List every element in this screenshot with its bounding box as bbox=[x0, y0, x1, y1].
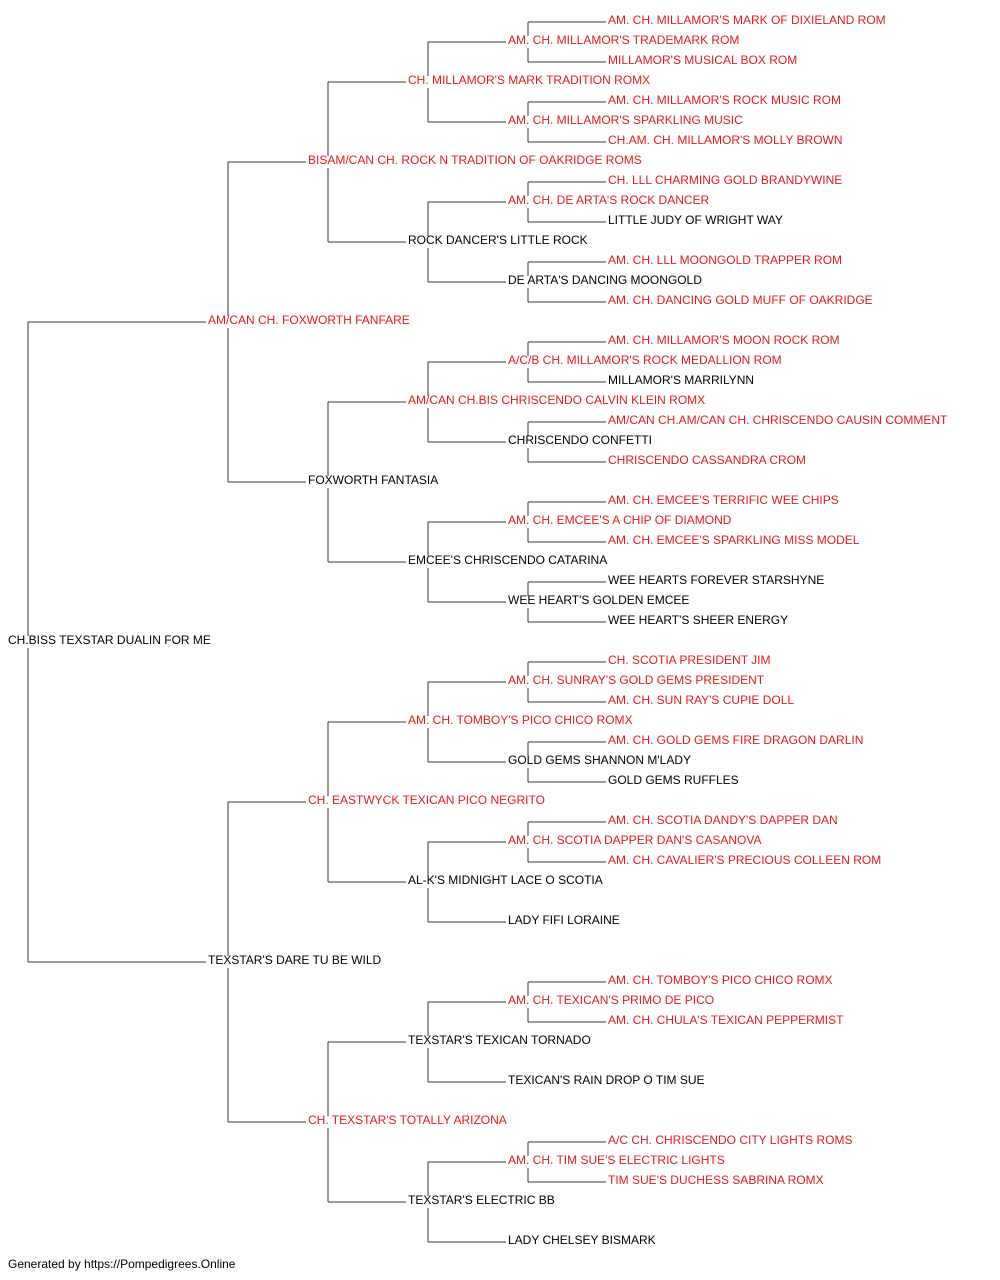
ancestor-sire-name: AM. CH. SCOTIA DANDY'S DAPPER DAN bbox=[608, 813, 838, 827]
ancestor-dam-name: GOLD GEMS SHANNON M'LADY bbox=[508, 753, 691, 767]
ancestor-sire-name: AM. CH. LLL MOONGOLD TRAPPER ROM bbox=[608, 253, 842, 267]
ancestor-sire-name: TEXSTAR'S TEXICAN TORNADO bbox=[408, 1033, 591, 1047]
ancestor-dam-name: LADY FIFI LORAINE bbox=[508, 913, 620, 927]
ancestor-sire-name: AM. CH. TEXICAN'S PRIMO DE PICO bbox=[508, 993, 714, 1007]
ancestor-dam-name: TEXSTAR'S DARE TU BE WILD bbox=[208, 953, 382, 967]
ancestor-dam-name: WEE HEART'S GOLDEN EMCEE bbox=[508, 593, 689, 607]
ancestor-sire-name: AM/CAN CH. FOXWORTH FANFARE bbox=[208, 313, 410, 327]
ancestor-dam-name: TIM SUE'S DUCHESS SABRINA ROMX bbox=[608, 1173, 824, 1187]
ancestor-dam-name: ROCK DANCER'S LITTLE ROCK bbox=[408, 233, 588, 247]
ancestor-sire-name: AM. CH. TIM SUE'S ELECTRIC LIGHTS bbox=[508, 1153, 725, 1167]
ancestor-sire-name: AM. CH. GOLD GEMS FIRE DRAGON DARLIN bbox=[608, 733, 863, 747]
footer-credit: Generated by https://Pompedigrees.Online bbox=[8, 1257, 236, 1271]
ancestor-sire-name: CH. MILLAMOR'S MARK TRADITION ROMX bbox=[408, 73, 650, 87]
ancestor-dam-name: TEXICAN'S RAIN DROP O TIM SUE bbox=[508, 1073, 705, 1087]
ancestor-dam-name: LITTLE JUDY OF WRIGHT WAY bbox=[608, 213, 783, 227]
ancestor-sire-name: CH. LLL CHARMING GOLD BRANDYWINE bbox=[608, 173, 842, 187]
subject-name: CH.BISS TEXSTAR DUALIN FOR ME bbox=[8, 633, 211, 647]
ancestor-dam-name: AM. CH. EMCEE'S SPARKLING MISS MODEL bbox=[608, 533, 860, 547]
ancestor-sire-name: AM. CH. SUNRAY'S GOLD GEMS PRESIDENT bbox=[508, 673, 765, 687]
ancestor-sire-name: AM. CH. TOMBOY'S PICO CHICO ROMX bbox=[608, 973, 833, 987]
ancestor-sire-name: AM. CH. MILLAMOR'S TRADEMARK ROM bbox=[508, 33, 739, 47]
ancestor-sire-name: CH. EASTWYCK TEXICAN PICO NEGRITO bbox=[308, 793, 545, 807]
ancestor-dam-name: GOLD GEMS RUFFLES bbox=[608, 773, 739, 787]
ancestor-sire-name: BISAM/CAN CH. ROCK N TRADITION OF OAKRID… bbox=[308, 153, 642, 167]
ancestor-sire-name: AM. CH. MILLAMOR'S MARK OF DIXIELAND ROM bbox=[608, 13, 886, 27]
ancestor-dam-name: TEXSTAR'S ELECTRIC BB bbox=[408, 1193, 555, 1207]
ancestor-dam-name: EMCEE'S CHRISCENDO CATARINA bbox=[408, 553, 607, 567]
ancestor-dam-name: CH. TEXSTAR'S TOTALLY ARIZONA bbox=[308, 1113, 507, 1127]
ancestor-dam-name: AM. CH. MILLAMOR'S SPARKLING MUSIC bbox=[508, 113, 743, 127]
ancestor-dam-name: FOXWORTH FANTASIA bbox=[308, 473, 438, 487]
ancestor-dam-name: AL-K'S MIDNIGHT LACE O SCOTIA bbox=[408, 873, 603, 887]
ancestor-dam-name: DE ARTA'S DANCING MOONGOLD bbox=[508, 273, 702, 287]
ancestor-sire-name: AM. CH. DE ARTA'S ROCK DANCER bbox=[508, 193, 710, 207]
ancestor-sire-name: AM/CAN CH.BIS CHRISCENDO CALVIN KLEIN RO… bbox=[408, 393, 705, 407]
ancestor-dam-name: WEE HEART'S SHEER ENERGY bbox=[608, 613, 788, 627]
ancestor-dam-name: MILLAMOR'S MUSICAL BOX ROM bbox=[608, 53, 797, 67]
ancestor-dam-name: AM. CH. CAVALIER'S PRECIOUS COLLEEN ROM bbox=[608, 853, 881, 867]
ancestor-dam-name: AM. CH. CHULA'S TEXICAN PEPPERMIST bbox=[608, 1013, 844, 1027]
ancestor-sire-name: AM. CH. SCOTIA DAPPER DAN'S CASANOVA bbox=[508, 833, 761, 847]
ancestor-dam-name: LADY CHELSEY BISMARK bbox=[508, 1233, 656, 1247]
ancestor-sire-name: AM. CH. MILLAMOR'S ROCK MUSIC ROM bbox=[608, 93, 841, 107]
ancestor-sire-name: A/C CH. CHRISCENDO CITY LIGHTS ROMS bbox=[608, 1133, 852, 1147]
ancestor-sire-name: AM. CH. TOMBOY'S PICO CHICO ROMX bbox=[408, 713, 633, 727]
ancestor-dam-name: MILLAMOR'S MARRILYNN bbox=[608, 373, 754, 387]
ancestor-dam-name: AM. CH. DANCING GOLD MUFF OF OAKRIDGE bbox=[608, 293, 873, 307]
ancestor-dam-name: CH.AM. CH. MILLAMOR'S MOLLY BROWN bbox=[608, 133, 843, 147]
ancestor-dam-name: CHRISCENDO CONFETTI bbox=[508, 433, 652, 447]
ancestor-dam-name: AM. CH. SUN RAY'S CUPIE DOLL bbox=[608, 693, 794, 707]
ancestor-sire-name: WEE HEARTS FOREVER STARSHYNE bbox=[608, 573, 824, 587]
ancestor-dam-name: CHRISCENDO CASSANDRA CROM bbox=[608, 453, 806, 467]
ancestor-sire-name: AM. CH. MILLAMOR'S MOON ROCK ROM bbox=[608, 333, 840, 347]
ancestor-sire-name: AM. CH. EMCEE'S A CHIP OF DIAMOND bbox=[508, 513, 732, 527]
ancestor-sire-name: AM/CAN CH.AM/CAN CH. CHRISCENDO CAUSIN C… bbox=[608, 413, 948, 427]
ancestor-sire-name: CH. SCOTIA PRESIDENT JIM bbox=[608, 653, 770, 667]
ancestor-sire-name: A/C/B CH. MILLAMOR'S ROCK MEDALLION ROM bbox=[508, 353, 782, 367]
ancestor-sire-name: AM. CH. EMCEE'S TERRIFIC WEE CHIPS bbox=[608, 493, 839, 507]
